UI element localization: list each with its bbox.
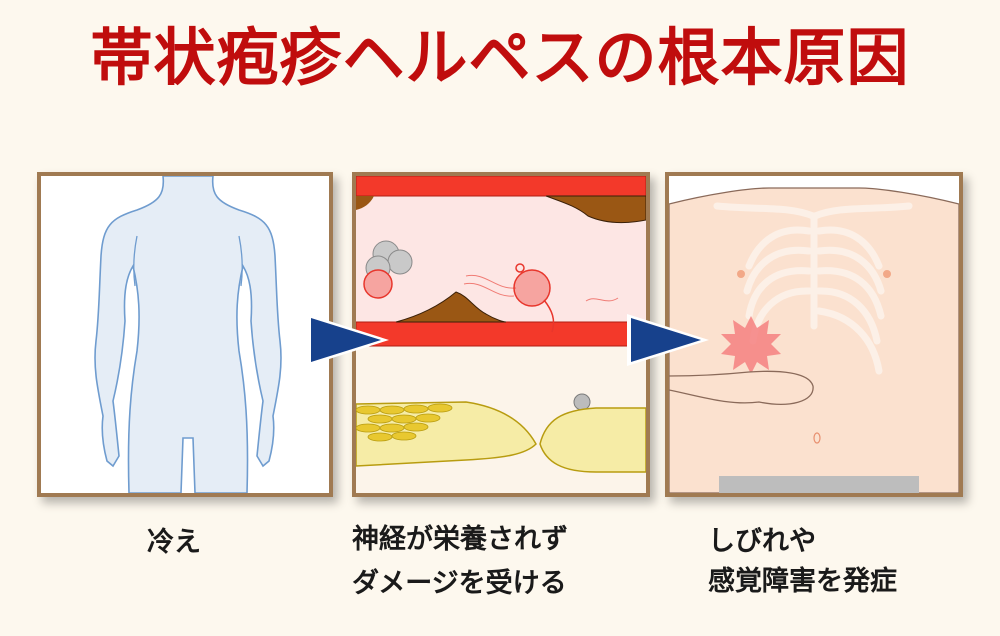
step-3-caption: しびれや 感覚障害を発症 <box>708 522 897 602</box>
step-3-panel <box>665 172 963 497</box>
step-1-caption: 冷え <box>147 521 201 565</box>
blood-vessel-nerve-damage-icon <box>356 176 646 493</box>
step-2-caption: 神経が栄養されず ダメージを受ける <box>352 518 568 606</box>
caption-line: 神経が栄養されず <box>352 524 568 555</box>
female-body-outline-icon <box>41 176 329 493</box>
page-title: 帯状疱疹ヘルペスの根本原因 <box>90 21 910 94</box>
caption-line: 冷え <box>147 527 201 558</box>
step-2-panel <box>352 172 650 497</box>
arrow-right-icon <box>627 314 709 366</box>
caption-line: ダメージを受ける <box>352 568 567 599</box>
caption-line: 感覚障害を発症 <box>708 566 897 597</box>
caption-line: しびれや <box>708 526 816 557</box>
male-torso-pain-icon <box>669 176 959 493</box>
step-1-panel <box>37 172 333 497</box>
arrow-right-icon <box>307 314 389 366</box>
